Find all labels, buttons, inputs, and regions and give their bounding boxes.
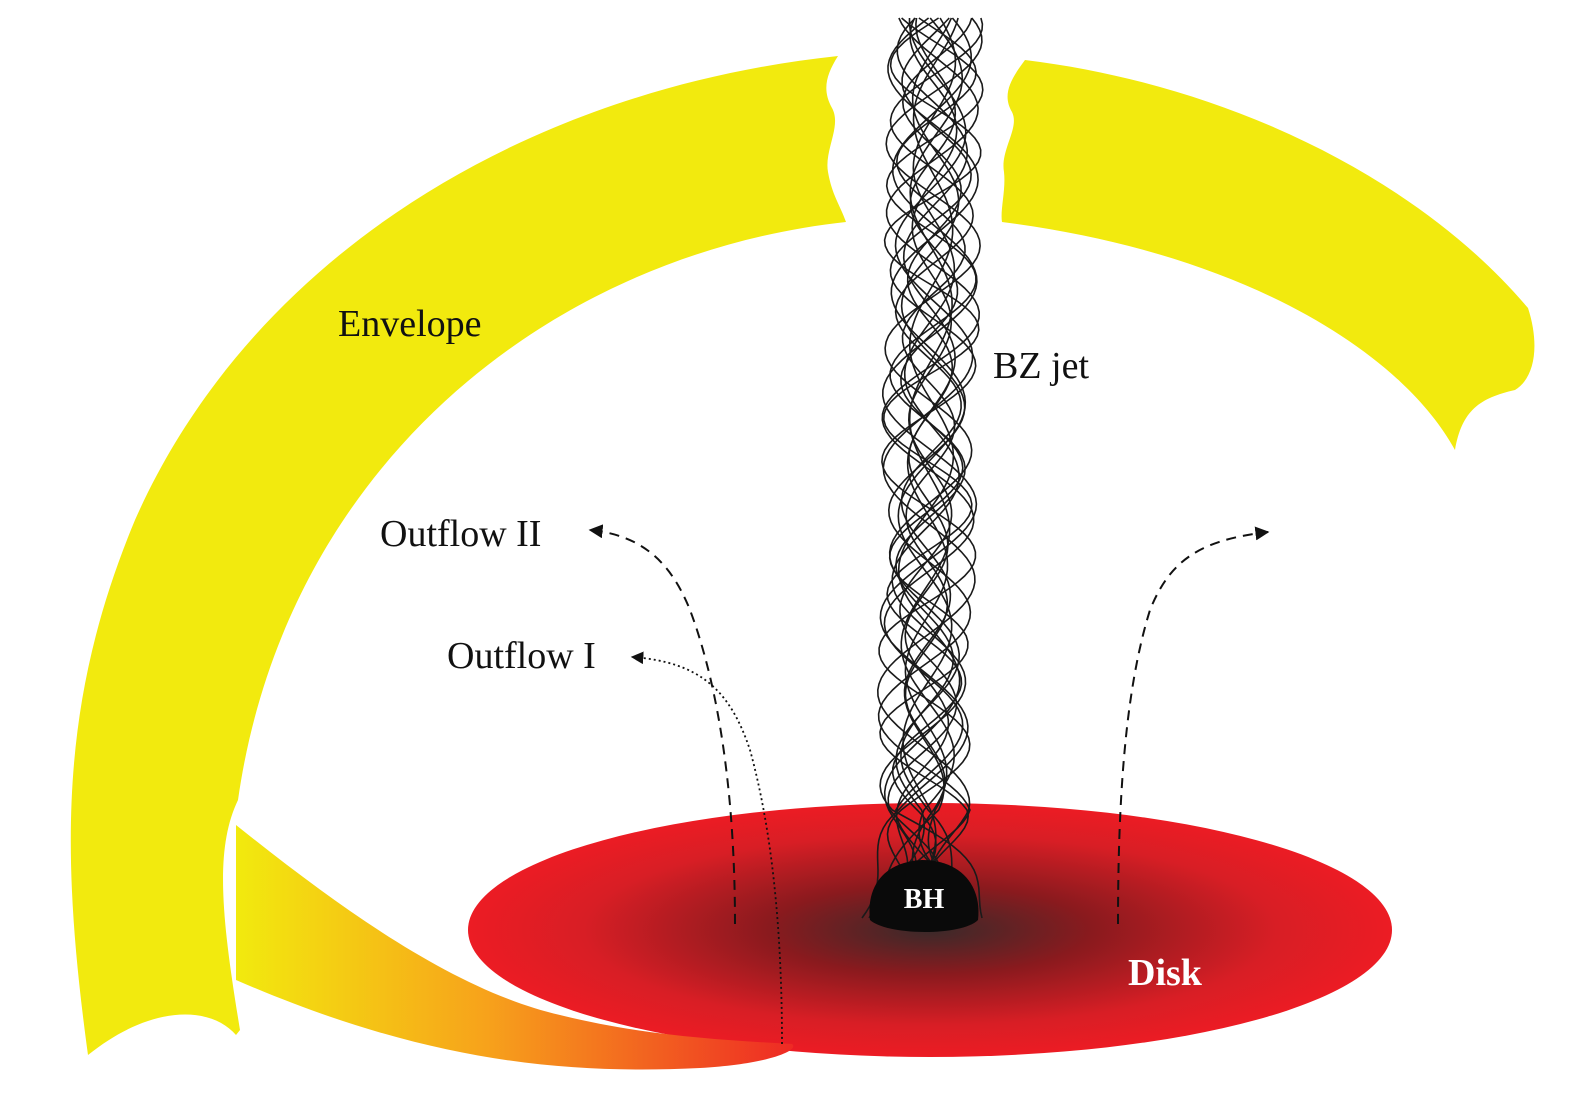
jet-field-line xyxy=(877,17,972,919)
jet-field-line xyxy=(868,17,983,919)
bh-label: BH xyxy=(904,884,945,915)
jet-field-line xyxy=(879,17,983,919)
jet-field-line xyxy=(876,18,976,919)
jet-field-line xyxy=(881,17,981,919)
feeding-stream xyxy=(236,825,794,1070)
envelope-left-arc xyxy=(70,56,846,1055)
outflow-2-right-path xyxy=(1117,526,1270,925)
jet-field-line xyxy=(885,17,984,919)
outflow-2-label: Outflow II xyxy=(380,513,541,555)
envelope-label: Envelope xyxy=(338,303,482,345)
bz-jet-label: BZ jet xyxy=(993,345,1089,387)
disk-label: Disk xyxy=(1128,952,1203,994)
jet-field-line xyxy=(882,17,982,919)
outflow-1-path xyxy=(630,651,783,1045)
bz-jet-field-lines xyxy=(861,17,984,919)
jet-field-line xyxy=(861,17,978,919)
jet-field-line xyxy=(883,17,961,919)
jet-field-line xyxy=(887,17,958,919)
jet-field-line xyxy=(879,17,970,919)
jet-field-line xyxy=(887,17,979,919)
jet-field-line xyxy=(895,17,977,919)
black-hole xyxy=(869,860,979,932)
jet-field-line xyxy=(896,17,969,919)
jet-field-line xyxy=(882,17,973,919)
outflow-1-label: Outflow I xyxy=(447,635,596,677)
envelope-right-arc xyxy=(1001,60,1535,450)
outflow-2-left-path xyxy=(588,524,736,925)
jet-field-line xyxy=(900,17,976,919)
